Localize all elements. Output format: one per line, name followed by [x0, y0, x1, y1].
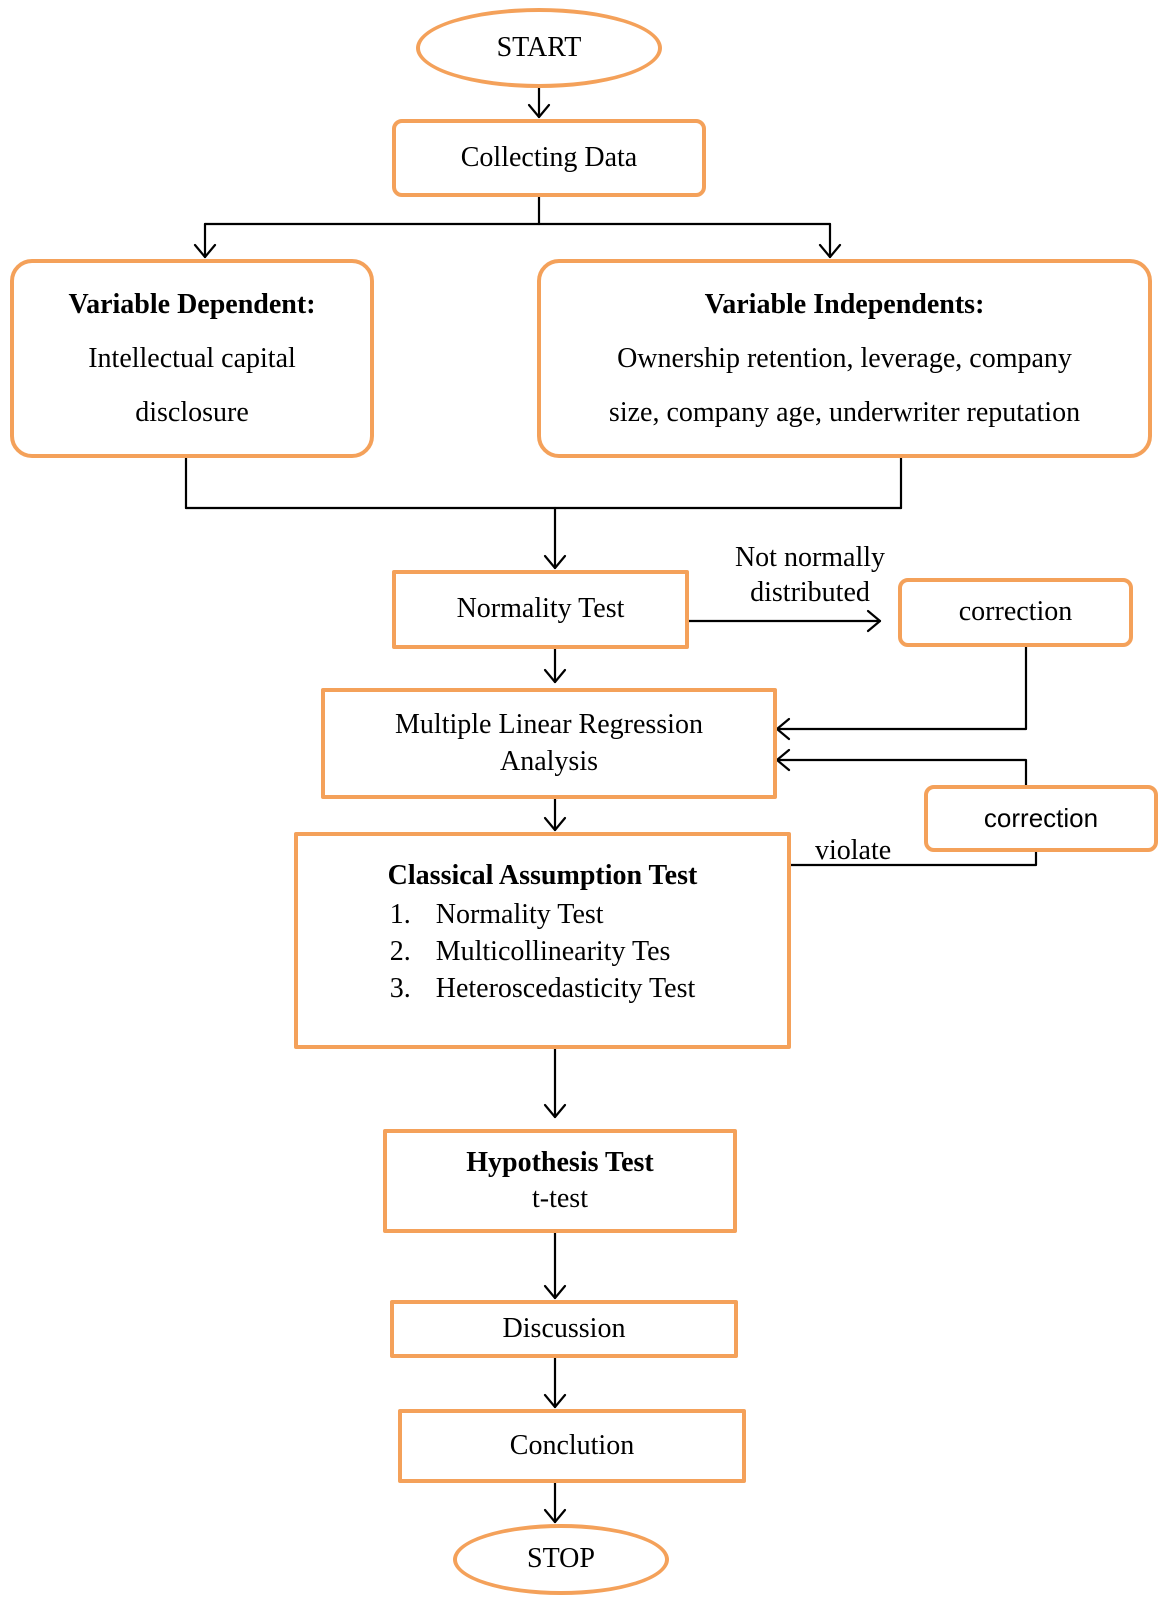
conclusion-node: Conclution [398, 1409, 746, 1483]
collecting-data-label: Collecting Data [460, 141, 638, 173]
variable-independents-line1: Ownership retention, leverage, company [617, 342, 1072, 374]
start-label: START [496, 31, 582, 63]
assumption-test-list: 1.Normality Test 2.Multicollinearity Tes… [390, 896, 696, 1007]
not-normally-line2: distributed [750, 577, 870, 608]
start-node: START [416, 8, 662, 88]
normality-test-node: Normality Test [392, 570, 689, 649]
arrowhead [775, 748, 791, 772]
arrow-correction1-mlr [775, 645, 1028, 731]
variable-dependent-node: Variable Dependent: Intellectual capital… [10, 259, 374, 458]
variable-dependent-title: Variable Dependent: [68, 288, 316, 320]
variable-dependent-line2: disclosure [135, 396, 249, 428]
arrowhead [193, 243, 217, 259]
hypothesis-test-node: Hypothesis Test t-test [383, 1129, 737, 1233]
discussion-node: Discussion [390, 1300, 738, 1358]
violate-label: violate [815, 835, 892, 866]
correction-2-label: correction [983, 803, 1099, 833]
arrowhead [866, 609, 882, 633]
classical-assumption-title: Classical Assumption Test [387, 860, 698, 891]
not-normally-distributed-label: Not normally distributed [700, 540, 920, 610]
arrowhead [543, 1284, 567, 1300]
variable-independents-title: Variable Independents: [704, 288, 985, 320]
conclusion-label: Conclution [509, 1429, 635, 1461]
variable-independents-node: Variable Independents: Ownership retenti… [537, 259, 1152, 458]
mlr-line2: Analysis [500, 745, 598, 777]
list-item: 3.Heteroscedasticity Test [389, 973, 696, 1004]
arrowhead [543, 816, 567, 832]
stop-node: STOP [453, 1524, 669, 1595]
arrowhead [527, 103, 551, 119]
hypothesis-test-sub: t-test [532, 1183, 588, 1214]
correction-node-1: correction [898, 578, 1133, 647]
arrowhead [543, 1508, 567, 1524]
arrowhead [543, 1103, 567, 1119]
discussion-label: Discussion [502, 1312, 626, 1344]
list-item: 2.Multicollinearity Tes [389, 936, 671, 967]
arrowhead [818, 243, 842, 259]
correction-node-2: correction [924, 785, 1158, 852]
variable-dependent-line1: Intellectual capital [88, 342, 296, 374]
mlr-line1: Multiple Linear Regression [395, 709, 703, 741]
classical-assumption-node: Classical Assumption Test 1.Normality Te… [294, 832, 791, 1049]
variable-independents-line2: size, company age, underwriter reputatio… [608, 396, 1081, 428]
list-item: 1.Normality Test [389, 899, 604, 930]
arrowhead [543, 554, 567, 570]
arrowhead [543, 668, 567, 684]
normality-test-label: Normality Test [456, 593, 625, 625]
not-normally-line1: Not normally [734, 542, 886, 573]
arrowhead [543, 1393, 567, 1409]
arrow-correction2-mlr [775, 758, 1028, 787]
arrowhead [775, 717, 791, 741]
correction-1-label: correction [958, 596, 1073, 628]
connector-violate [789, 850, 1038, 867]
collecting-data-node: Collecting Data [392, 119, 706, 197]
stop-label: STOP [527, 1543, 595, 1575]
hypothesis-test-title: Hypothesis Test [466, 1146, 654, 1178]
mlr-analysis-node: Multiple Linear Regression Analysis [321, 688, 777, 799]
